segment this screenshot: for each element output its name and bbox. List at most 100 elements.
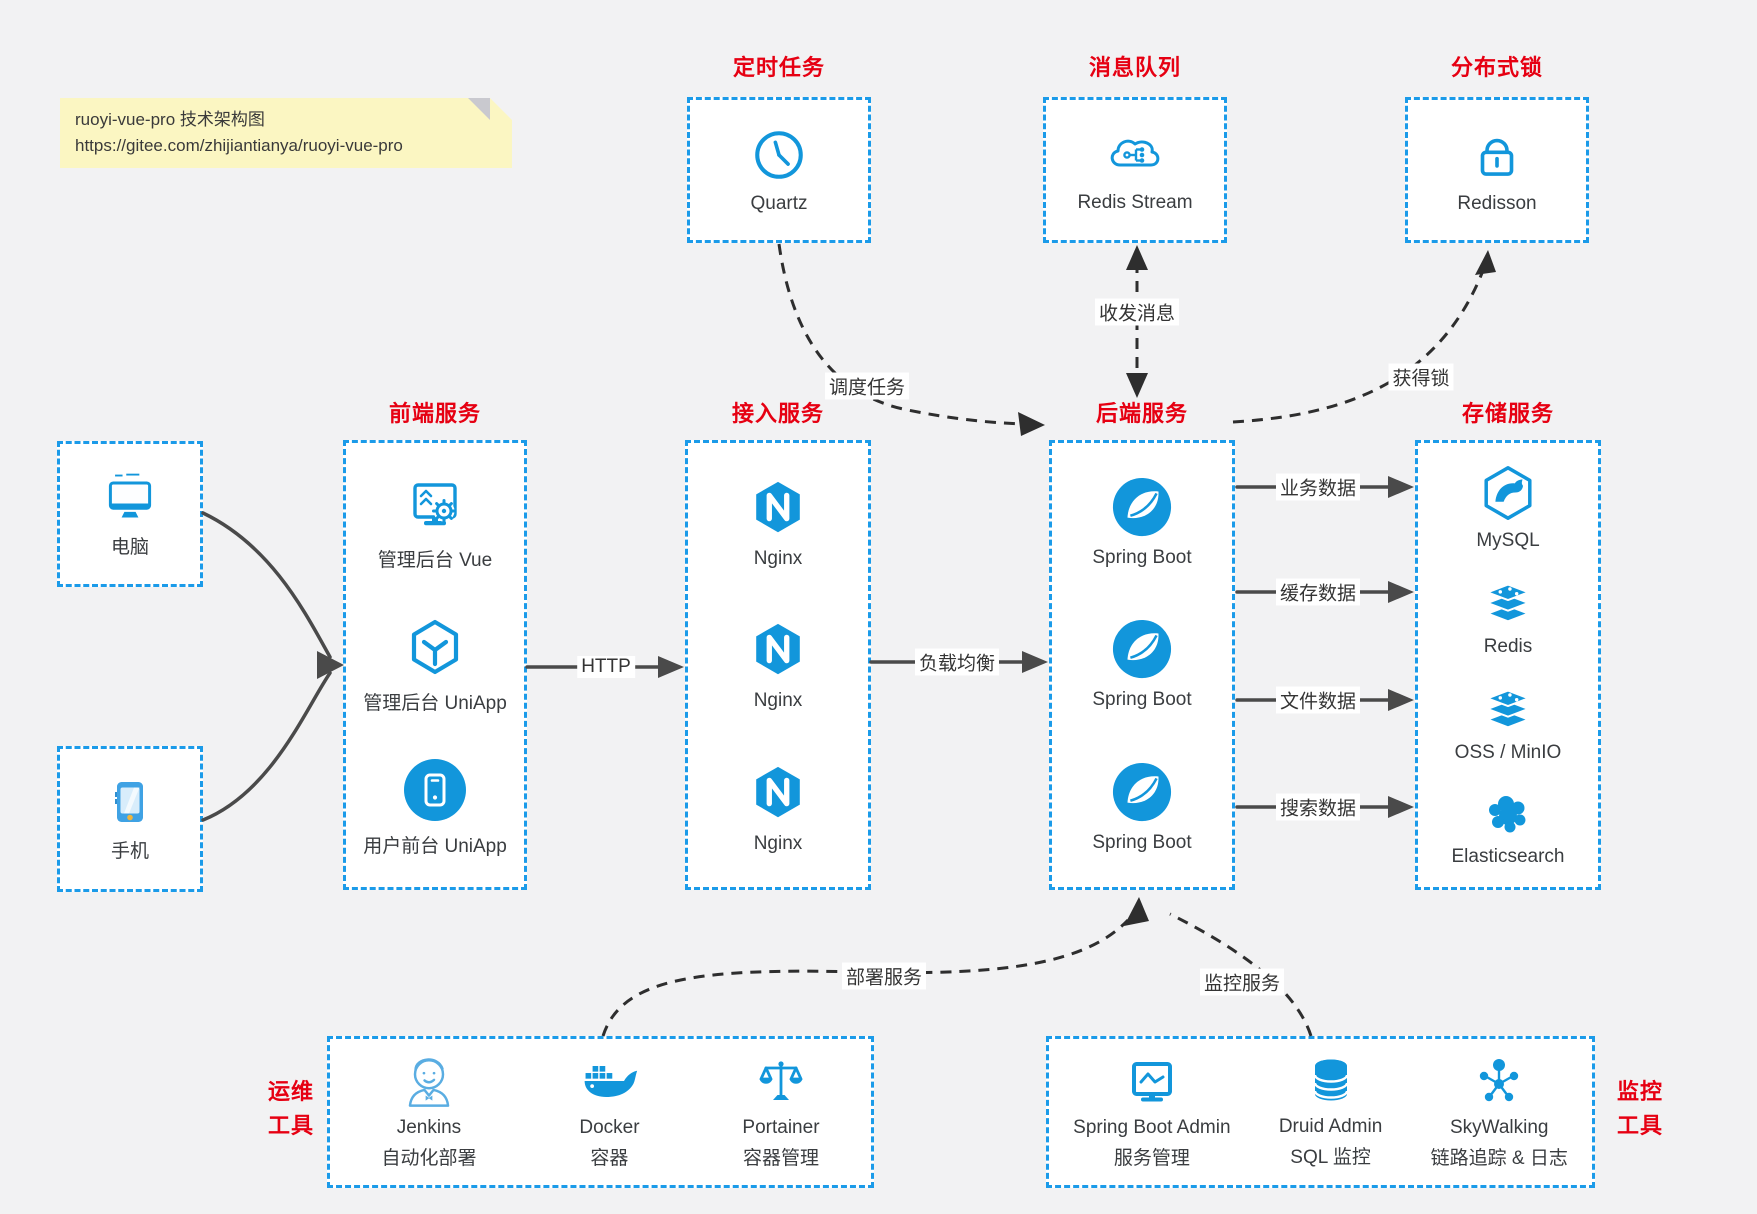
arrowhead bbox=[1388, 689, 1414, 711]
title-backend-services: 后端服务 bbox=[1095, 401, 1188, 426]
edge-label-monitor-service: 监控服务 bbox=[1199, 968, 1285, 996]
druid-database-icon bbox=[1313, 1059, 1348, 1101]
edge-label-load-balance: 负载均衡 bbox=[914, 648, 1000, 676]
clock-icon bbox=[755, 130, 803, 179]
item-elasticsearch: Elasticsearch bbox=[1452, 786, 1565, 868]
edge-label-file-data: 文件数据 bbox=[1275, 686, 1361, 714]
nginx-label: Nginx bbox=[753, 833, 803, 855]
desktop-label: 电脑 bbox=[110, 536, 149, 558]
phone-client-box: 手机 bbox=[57, 746, 203, 892]
item-portainer: Portainer 容器管理 bbox=[742, 1053, 820, 1171]
note-fold bbox=[468, 98, 490, 120]
arrowhead bbox=[1388, 796, 1414, 818]
title-distributed-lock: 分布式锁 bbox=[1450, 55, 1543, 80]
skywalking-desc: 链路追踪 & 日志 bbox=[1430, 1148, 1568, 1169]
admin-vue-icon bbox=[413, 483, 457, 526]
arrowhead bbox=[1124, 897, 1149, 926]
phone-label: 手机 bbox=[110, 840, 149, 862]
arrowhead bbox=[1022, 651, 1048, 673]
nginx-label: Nginx bbox=[753, 690, 803, 712]
edge-label-send-receive-message: 收发消息 bbox=[1094, 298, 1180, 326]
lock-icon bbox=[1480, 138, 1514, 176]
item-jenkins: Jenkins 自动化部署 bbox=[381, 1053, 476, 1171]
arrowhead bbox=[1388, 581, 1414, 603]
nginx-icon bbox=[756, 481, 800, 533]
item-admin-uniapp: 管理后台 UniApp bbox=[363, 615, 507, 715]
redis-icon bbox=[1486, 583, 1530, 623]
edge-label-acquire-lock: 获得锁 bbox=[1388, 363, 1454, 391]
spring-boot-label: Spring Boot bbox=[1092, 689, 1192, 711]
note-url: https://gitee.com/zhijiantianya/ruoyi-vu… bbox=[75, 136, 403, 155]
arrowhead bbox=[1018, 412, 1045, 436]
item-nginx-1: Nginx bbox=[747, 475, 809, 570]
mysql-icon bbox=[1484, 466, 1532, 520]
docker-name: Docker bbox=[579, 1117, 640, 1138]
edge-label-cache-data: 缓存数据 bbox=[1275, 578, 1361, 606]
elasticsearch-icon bbox=[1489, 796, 1526, 833]
title-monitor-tools: 监控 工具 bbox=[1616, 1079, 1663, 1138]
sba-name: Spring Boot Admin bbox=[1073, 1117, 1231, 1138]
item-mysql: MySQL bbox=[1476, 462, 1540, 552]
item-druid-admin: Druid Admin SQL 监控 bbox=[1279, 1054, 1382, 1170]
edge-label-http: HTTP bbox=[577, 656, 635, 678]
elasticsearch-label: Elasticsearch bbox=[1451, 846, 1565, 867]
item-docker: Docker 容器 bbox=[579, 1053, 640, 1171]
desktop-client-box: 电脑 bbox=[57, 441, 203, 587]
ops-tools-box: Jenkins 自动化部署 Docker 容器 bbox=[327, 1036, 874, 1188]
oss-minio-icon bbox=[1486, 689, 1530, 729]
skywalking-network-icon bbox=[1480, 1059, 1519, 1102]
spring-boot-icon bbox=[1112, 763, 1172, 822]
jenkins-icon bbox=[408, 1058, 450, 1107]
docker-icon bbox=[585, 1066, 638, 1097]
arrowhead bbox=[1388, 476, 1414, 498]
spring-boot-label: Spring Boot bbox=[1092, 832, 1192, 854]
smartphone-icon bbox=[115, 781, 143, 822]
title-frontend-services: 前端服务 bbox=[388, 401, 481, 426]
sticky-note: ruoyi-vue-pro 技术架构图 https://gitee.com/zh… bbox=[60, 98, 512, 168]
item-spring-boot-2: Spring Boot bbox=[1092, 618, 1192, 711]
nginx-icon bbox=[756, 766, 800, 818]
item-oss-minio: OSS / MinIO bbox=[1454, 680, 1562, 764]
portainer-scales-icon bbox=[759, 1061, 803, 1100]
druid-desc: SQL 监控 bbox=[1290, 1147, 1371, 1168]
arrowhead bbox=[1126, 373, 1148, 398]
monitor-tools-box: Spring Boot Admin 服务管理 Druid Admin SQL 监… bbox=[1046, 1036, 1595, 1188]
item-redis: Redis bbox=[1477, 574, 1539, 658]
item-nginx-2: Nginx bbox=[747, 617, 809, 712]
arrowhead bbox=[658, 656, 684, 678]
admin-uniapp-label: 管理后台 UniApp bbox=[363, 692, 507, 714]
redis-stream-label: Redis Stream bbox=[1077, 191, 1193, 213]
admin-vue-label: 管理后台 Vue bbox=[377, 550, 493, 572]
edge-label-search-data: 搜索数据 bbox=[1275, 793, 1361, 821]
redisson-label: Redisson bbox=[1457, 192, 1537, 214]
portainer-desc: 容器管理 bbox=[742, 1148, 819, 1169]
redis-label: Redis bbox=[1483, 636, 1533, 657]
item-user-uniapp: 用户前台 UniApp bbox=[363, 758, 507, 858]
jenkins-desc: 自动化部署 bbox=[381, 1148, 477, 1169]
item-spring-boot-3: Spring Boot bbox=[1092, 761, 1192, 854]
cloud-stream-icon bbox=[1110, 139, 1160, 166]
title-message-queue: 消息队列 bbox=[1088, 55, 1181, 80]
title-access-services: 接入服务 bbox=[731, 401, 824, 426]
backend-services-box: Spring Boot Spring Boot Spring Boot bbox=[1049, 440, 1235, 890]
edge-label-deploy-service: 部署服务 bbox=[841, 962, 927, 990]
nginx-label: Nginx bbox=[753, 547, 803, 569]
title-ops-tools: 运维 工具 bbox=[267, 1079, 314, 1138]
arrowhead bbox=[1475, 250, 1496, 275]
title-storage-services: 存储服务 bbox=[1461, 401, 1554, 426]
spring-boot-admin-icon bbox=[1131, 1062, 1172, 1102]
item-skywalking: SkyWalking 链路追踪 & 日志 bbox=[1431, 1053, 1568, 1171]
desktop-icon bbox=[108, 473, 152, 518]
item-spring-boot-admin: Spring Boot Admin 服务管理 bbox=[1073, 1053, 1231, 1171]
docker-desc: 容器 bbox=[590, 1148, 629, 1169]
user-uniapp-label: 用户前台 UniApp bbox=[363, 835, 507, 857]
title-scheduled-task: 定时任务 bbox=[732, 55, 825, 80]
arrowhead bbox=[1126, 245, 1148, 270]
oss-minio-label: OSS / MinIO bbox=[1454, 742, 1562, 763]
spring-boot-icon bbox=[1112, 477, 1172, 536]
edge-label-business-data: 业务数据 bbox=[1275, 473, 1361, 501]
spring-boot-icon bbox=[1112, 620, 1172, 679]
redisson-box: Redisson bbox=[1405, 97, 1589, 243]
sba-desc: 服务管理 bbox=[1113, 1148, 1190, 1169]
portainer-name: Portainer bbox=[742, 1117, 820, 1138]
